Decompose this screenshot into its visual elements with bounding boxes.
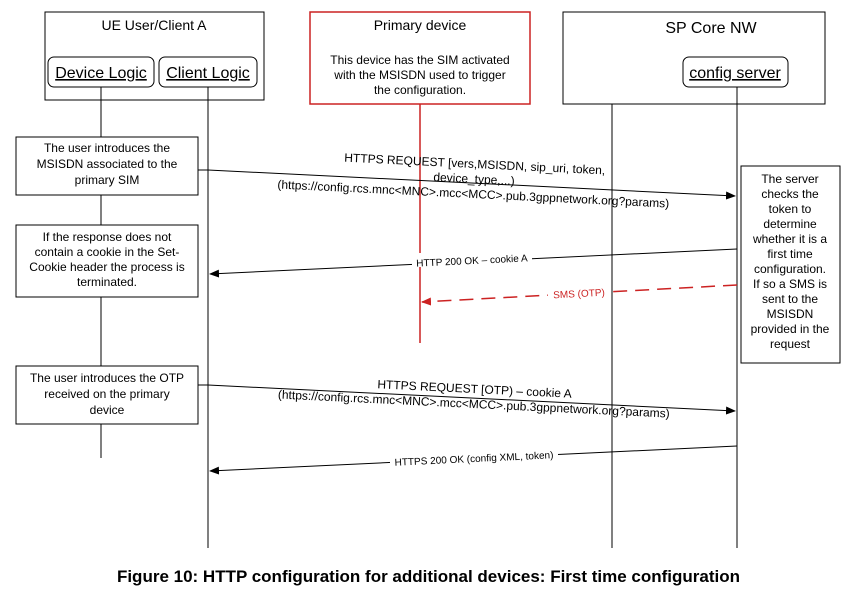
sp-core-title: SP Core NW [665,20,757,37]
server-note-line-4: determine [763,217,817,231]
primary-device-title: Primary device [374,17,467,33]
server-note-line-9: sent to the [762,292,818,306]
device-logic-label: Device Logic [55,65,147,82]
msg1-label-2: device_type,...) [433,170,515,188]
note-cookie-line-4: terminated. [77,275,137,289]
note-otp [15,365,199,425]
note-msisdn-line-3: primary SIM [75,173,140,187]
primary-device-desc-3: the configuration. [374,83,466,97]
note-server-check [740,165,841,364]
server-note-line-11: provided in the [751,322,830,336]
msg3-label: SMS (OTP) [553,288,605,302]
primary-device-box [309,11,531,105]
note-otp-line-1: The user introduces the OTP [30,371,184,385]
config-server-label: config server [689,65,781,82]
primary-device-desc-1: This device has the SIM activated [330,53,509,67]
note-msisdn-line-1: The user introduces the [44,141,170,155]
msg4-arrow [207,384,736,415]
server-note-line-7: configuration. [754,262,826,276]
note-cookie-check [15,224,199,298]
msg1-arrow [207,169,736,200]
server-note-line-5: whether it is a [752,232,827,246]
server-note-line-3: token to [769,202,812,216]
note-cookie-line-1: If the response does not [43,230,172,244]
msg2-label: HTTP 200 OK – cookie A [416,253,528,269]
note-otp-line-2: received on the primary [44,387,169,401]
note-msisdn-line-2: MSISDN associated to the [37,157,178,171]
server-note-line-10: MSISDN [767,307,814,321]
server-note-line-12: request [770,337,811,351]
ue-group-title: UE User/Client A [101,17,207,33]
primary-device-desc-2: with the MSISDN used to trigger [333,68,505,82]
note-cookie-line-2: contain a cookie in the Set- [35,245,180,259]
server-note-line-8: If so a SMS is [753,277,827,291]
note-cookie-line-3: Cookie header the process is [29,260,184,274]
figure-caption: Figure 10: HTTP configuration for additi… [116,567,741,586]
server-note-line-6: first time [767,247,813,261]
config-server-box [682,56,789,88]
note-otp-line-3: device [90,403,125,417]
server-note-line-1: The server [761,172,818,186]
note-msisdn [15,136,199,196]
server-note-line-2: checks the [761,187,819,201]
client-logic-label: Client Logic [166,65,250,82]
